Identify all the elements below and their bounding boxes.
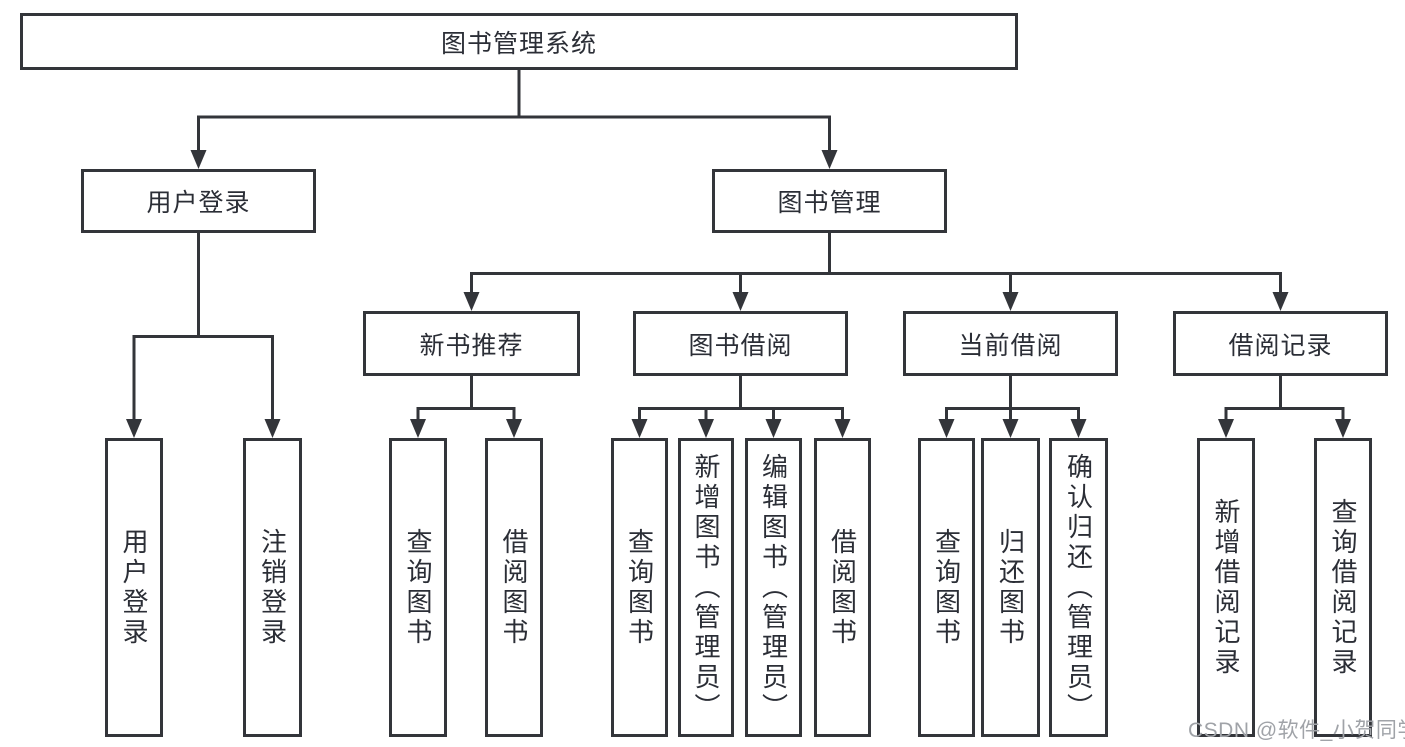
node-new-book-recommendation: 新书推荐 xyxy=(363,311,580,376)
leaf-query-books-recommend-label: 查询图书 xyxy=(403,527,433,648)
leaf-query-books-borrowing-label: 查询图书 xyxy=(624,527,655,648)
leaf-confirm-return-admin-label: 确认归还（管理员） xyxy=(1063,452,1094,723)
leaf-borrow-books-label: 借阅图书 xyxy=(827,527,858,648)
node-book-management-label: 图书管理 xyxy=(777,189,882,217)
leaf-edit-books-admin: 编辑图书（管理员） xyxy=(745,438,802,737)
leaf-logout-label: 注销登录 xyxy=(257,527,288,648)
leaf-user-login: 用户登录 xyxy=(105,438,163,737)
leaf-add-books-admin-label: 新增图书（管理员） xyxy=(691,452,721,723)
leaf-edit-books-admin-label: 编辑图书（管理员） xyxy=(758,452,789,723)
node-book-management: 图书管理 xyxy=(712,169,947,233)
node-borrowing-records-label: 借阅记录 xyxy=(1228,331,1333,360)
node-current-borrowing-label: 当前借阅 xyxy=(958,331,1063,360)
leaf-borrow-books: 借阅图书 xyxy=(814,438,871,737)
leaf-user-login-label: 用户登录 xyxy=(119,527,149,648)
leaf-return-books-label: 归还图书 xyxy=(995,527,1026,648)
leaf-return-books: 归还图书 xyxy=(981,438,1040,737)
node-current-borrowing: 当前借阅 xyxy=(903,311,1118,376)
node-book-borrowing-label: 图书借阅 xyxy=(688,331,793,360)
node-user-login-label: 用户登录 xyxy=(146,189,251,217)
leaf-borrow-books-recommend-label: 借阅图书 xyxy=(499,527,529,648)
leaf-logout: 注销登录 xyxy=(243,438,302,737)
leaf-query-books-current: 查询图书 xyxy=(918,438,975,737)
leaf-add-borrow-record-label: 新增借阅记录 xyxy=(1211,497,1241,678)
leaf-query-borrow-record: 查询借阅记录 xyxy=(1314,438,1372,737)
node-book-borrowing: 图书借阅 xyxy=(633,311,848,376)
watermark: CSDN @软件_小贺同学 xyxy=(1188,719,1405,742)
leaf-query-books-recommend: 查询图书 xyxy=(389,438,447,737)
node-system-label: 图书管理系统 xyxy=(440,29,597,58)
node-new-book-recommendation-label: 新书推荐 xyxy=(419,331,524,360)
leaf-query-borrow-record-label: 查询借阅记录 xyxy=(1328,497,1358,678)
leaf-query-books-borrowing: 查询图书 xyxy=(611,438,668,737)
leaf-query-books-current-label: 查询图书 xyxy=(931,527,962,648)
leaf-add-borrow-record: 新增借阅记录 xyxy=(1197,438,1255,737)
node-borrowing-records: 借阅记录 xyxy=(1173,311,1388,376)
leaf-borrow-books-recommend: 借阅图书 xyxy=(485,438,543,737)
leaf-add-books-admin: 新增图书（管理员） xyxy=(678,438,734,737)
node-user-login: 用户登录 xyxy=(81,169,316,233)
leaf-confirm-return-admin: 确认归还（管理员） xyxy=(1049,438,1108,737)
node-system: 图书管理系统 xyxy=(20,13,1018,70)
